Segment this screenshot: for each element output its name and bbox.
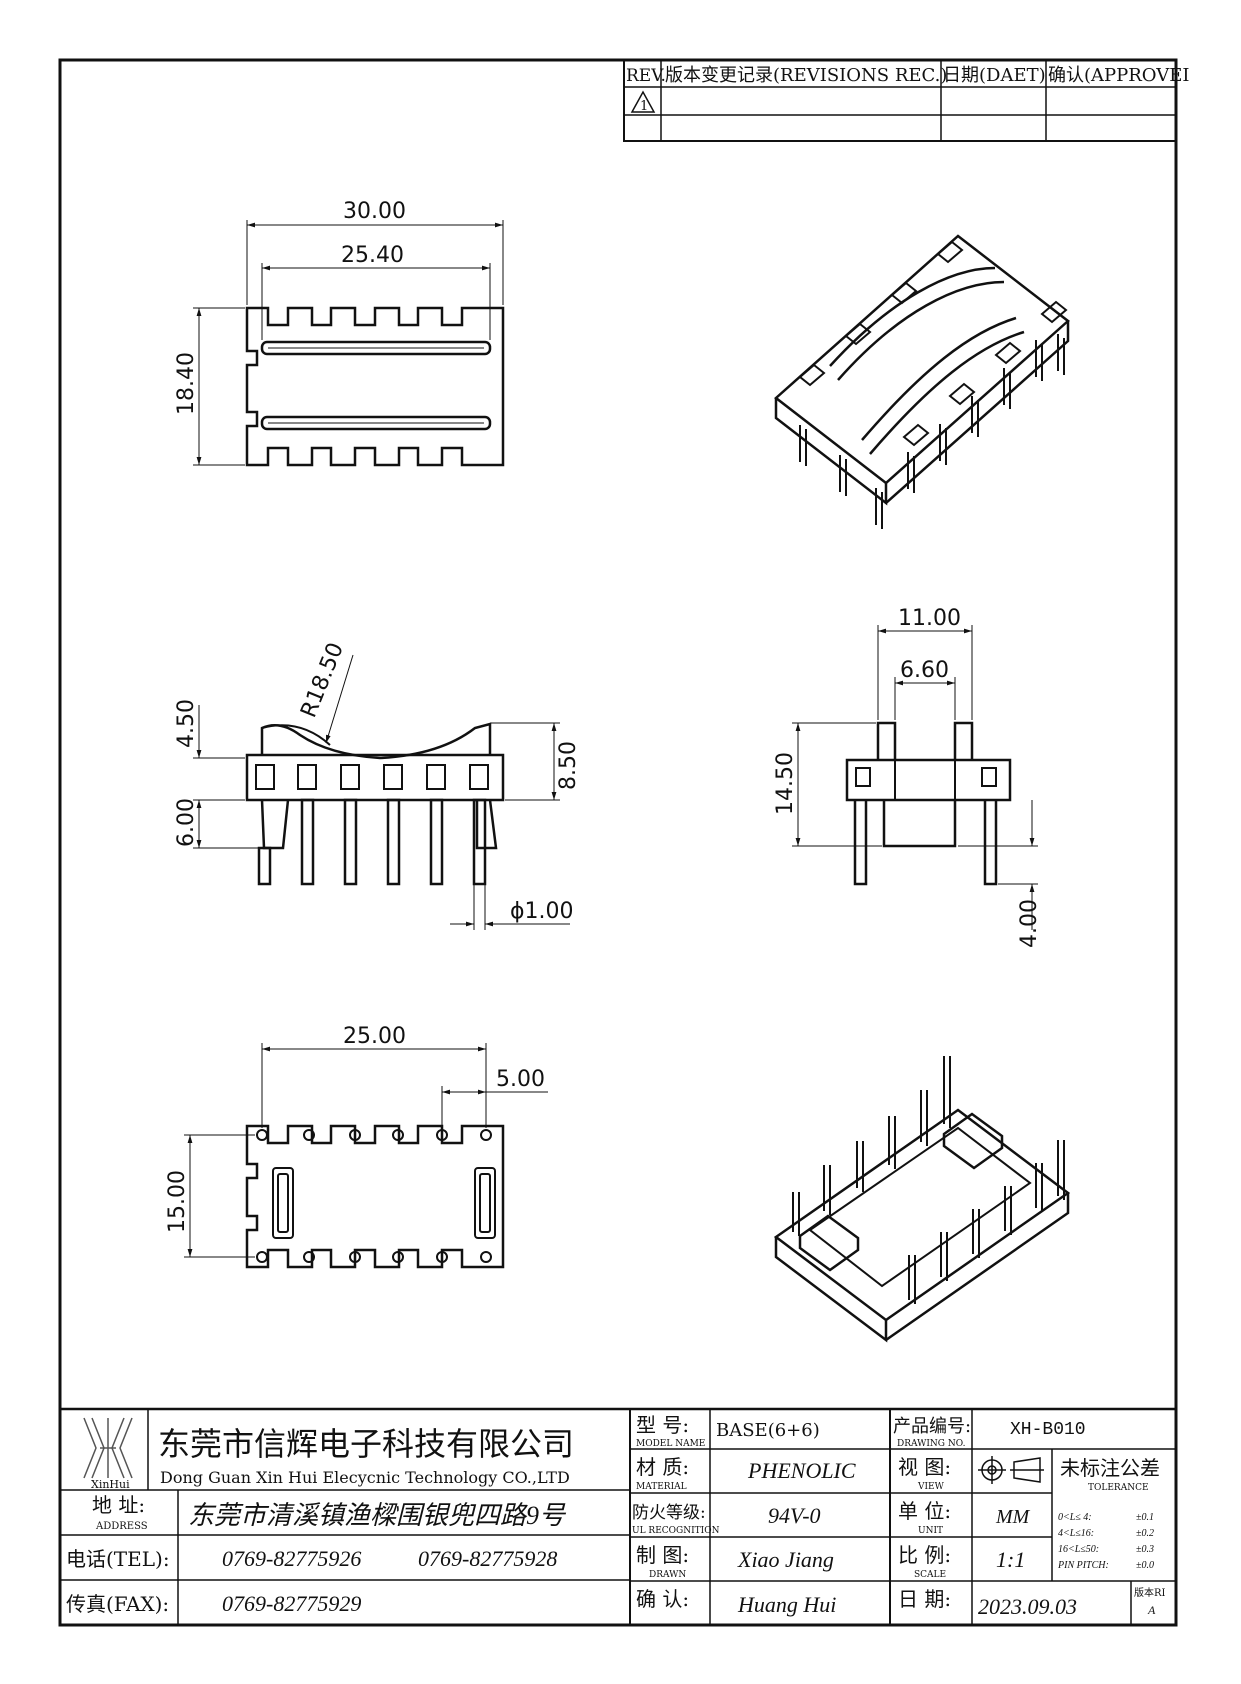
dim-side-upper: 4.50 <box>174 699 199 748</box>
view-label-en: VIEW <box>917 1482 945 1492</box>
ul-label-cn: 防火等级: <box>632 1503 706 1523</box>
revision-table: REV. 版本变更记录(REVISIONS REC.) 日期(DAET) 确认(… <box>623 59 1190 142</box>
drawing-no-label-en: DRAWING NO. <box>897 1439 966 1449</box>
dim-top-width-overall: 30.00 <box>343 199 406 224</box>
dim-side-radius: R18.50 <box>296 639 349 721</box>
material-value: PHENOLIC <box>747 1458 856 1483</box>
title-block: XinHui 东莞市信辉电子科技有限公司 Dong Guan Xin Hui E… <box>58 1407 1178 1627</box>
tel-value-2: 0769-82775928 <box>418 1546 557 1571</box>
tolerance-title-en: TOLERANCE <box>1088 1483 1149 1493</box>
projection-symbol-icon <box>978 1456 1044 1484</box>
unit-label-en: UNIT <box>918 1526 943 1536</box>
confirm-label-cn: 确 认: <box>636 1587 689 1611</box>
side-view: R18.50 4.50 6.00 8.50 ϕ1.00 <box>174 639 581 930</box>
dim-side-total: 8.50 <box>556 741 581 790</box>
drawing-no-label-cn: 产品编号: <box>893 1416 971 1437</box>
rev-header: REV. <box>626 66 666 86</box>
drawing-no-value: XH-B010 <box>1010 1420 1086 1440</box>
scale-label-cn: 比 例: <box>898 1543 951 1567</box>
ul-value: 94V-0 <box>768 1503 821 1528</box>
drawn-value: Xiao Jiang <box>737 1547 834 1572</box>
model-label-cn: 型 号: <box>636 1413 689 1437</box>
approve-header: 确认(APPROVEI <box>1048 65 1190 86</box>
top-view-wall-lower <box>260 415 492 431</box>
logo-caption: XinHui <box>91 1478 130 1491</box>
address-value: 东莞市清溪镇渔樑围银兜四路9号 <box>188 1501 567 1530</box>
tolerance-range: 0<L≤ 4: <box>1058 1512 1092 1523</box>
isometric-view-top <box>774 234 1070 529</box>
side-view-arc <box>260 722 492 760</box>
top-view-outline <box>245 306 505 467</box>
tolerance-range: 16<L≤50: <box>1058 1544 1099 1555</box>
tolerance-range: 4<L≤16: <box>1058 1528 1094 1539</box>
company-logo-icon <box>83 1417 133 1479</box>
drawn-label-en: DRAWN <box>649 1570 686 1580</box>
dim-top-width-inner: 25.40 <box>341 243 404 268</box>
scale-value: 1:1 <box>996 1547 1025 1572</box>
unit-label-cn: 单 位: <box>898 1499 951 1523</box>
model-value: BASE(6+6) <box>716 1420 820 1441</box>
dim-bottom-pitch-total: 25.00 <box>343 1024 406 1049</box>
tolerance-value: ±0.0 <box>1136 1560 1154 1571</box>
view-label-cn: 视 图: <box>898 1455 951 1479</box>
date-header: 日期(DAET) <box>943 65 1046 86</box>
svg-text:1: 1 <box>640 99 648 114</box>
tolerance-value: ±0.2 <box>1136 1528 1154 1539</box>
model-label-en: MODEL NAME <box>636 1439 705 1449</box>
tolerance-range: PIN PITCH: <box>1057 1560 1109 1571</box>
bottom-view-outline <box>245 1124 505 1269</box>
dim-bottom-pitch: 5.00 <box>496 1067 545 1092</box>
address-label-cn: 地 址: <box>92 1493 145 1517</box>
confirm-value: Huang Hui <box>737 1592 836 1617</box>
top-view: 30.00 25.40 18.40 <box>174 199 505 467</box>
top-view-wall-upper <box>260 340 492 356</box>
dim-end-width: 11.00 <box>898 606 961 631</box>
sheet-border <box>58 58 1178 1627</box>
date-value: 2023.09.03 <box>978 1594 1077 1619</box>
unit-value: MM <box>995 1506 1031 1528</box>
scale-label-en: SCALE <box>914 1570 946 1580</box>
version-label: 版本RI <box>1134 1586 1166 1599</box>
isometric-view-bottom <box>773 1056 1071 1343</box>
tolerance-value: ±0.1 <box>1136 1512 1154 1523</box>
address-label-en: ADDRESS <box>95 1521 148 1532</box>
fax-label: 传真(FAX): <box>66 1592 169 1616</box>
drawn-label-cn: 制 图: <box>636 1543 689 1567</box>
tel-label: 电话(TEL): <box>66 1547 170 1571</box>
dim-bottom-row-spacing: 15.00 <box>165 1170 190 1233</box>
dim-side-base: 6.00 <box>174 798 199 847</box>
dim-end-slot: 6.60 <box>900 658 949 683</box>
date-label-cn: 日 期: <box>898 1587 951 1611</box>
end-view: 11.00 6.60 14.50 4.00 <box>773 606 1042 948</box>
ul-label-en: UL RECOGNITION <box>632 1526 720 1536</box>
material-label-en: MATERIAL <box>636 1482 687 1492</box>
dim-top-height: 18.40 <box>174 352 199 415</box>
dim-end-pin: 4.00 <box>1017 899 1042 948</box>
revisions-record-header: 版本变更记录(REVISIONS REC.) <box>665 65 947 86</box>
tel-value-1: 0769-82775926 <box>222 1546 361 1571</box>
fax-value: 0769-82775929 <box>222 1591 361 1616</box>
end-view-body <box>845 758 1012 802</box>
material-label-cn: 材 质: <box>636 1455 689 1479</box>
revision-triangle-icon: 1 <box>630 90 656 114</box>
side-view-body <box>245 753 505 802</box>
company-name-en: Dong Guan Xin Hui Elecycnic Technology C… <box>160 1468 570 1487</box>
version-value: A <box>1147 1603 1156 1617</box>
dim-pin-diameter: ϕ1.00 <box>510 899 574 924</box>
bottom-view: 25.00 5.00 15.00 <box>165 1024 548 1269</box>
dim-end-height: 14.50 <box>773 752 798 815</box>
tolerance-value: ±0.3 <box>1136 1544 1154 1555</box>
tolerance-title-cn: 未标注公差 <box>1060 1456 1160 1480</box>
company-name-cn: 东莞市信辉电子科技有限公司 <box>158 1425 574 1463</box>
